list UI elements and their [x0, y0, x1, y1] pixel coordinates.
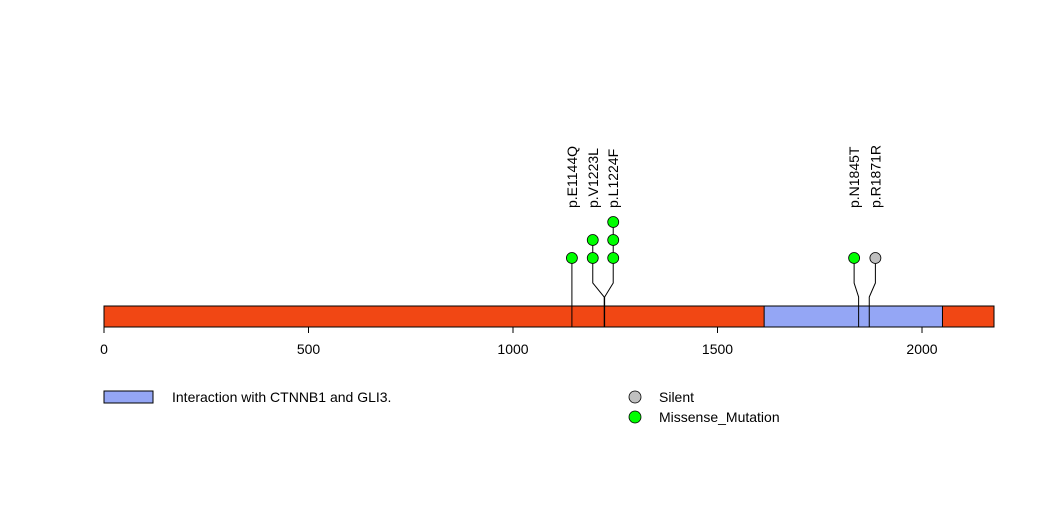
protein-domains [763, 305, 943, 328]
mutation-dot [848, 252, 861, 264]
mutation-dot [566, 252, 578, 264]
x-tick-label: 1500 [702, 341, 733, 357]
x-axis: 0 500 1000 1500 2000 [100, 326, 938, 357]
mutation-dot [607, 252, 620, 264]
mutation-label: p.N1845T [846, 146, 862, 208]
mutation-label: p.L1224F [605, 149, 621, 208]
mutation-label: p.E1144Q [564, 146, 580, 208]
x-tick-label: 2000 [906, 341, 937, 357]
domain-rect [763, 305, 943, 328]
mutation-cut-lines [571, 306, 870, 327]
mutation-label: p.V1223L [585, 148, 601, 208]
x-tick-label: 500 [297, 341, 321, 357]
mutation-dot [586, 234, 599, 246]
domain-legend-label: Interaction with CTNNB1 and GLI3. [172, 389, 391, 405]
mutation-type-legend-dot [628, 390, 642, 404]
mutation-dot [607, 216, 620, 228]
mutation-type-legend-label: Missense_Mutation [659, 409, 780, 425]
x-tick-label: 1000 [497, 341, 528, 357]
mutation-dot [586, 252, 599, 264]
mutation-label: p.R1871R [867, 145, 883, 208]
domain-legend: Interaction with CTNNB1 and GLI3. [103, 389, 391, 405]
x-tick-label: 0 [100, 341, 108, 357]
domain-legend-swatch [103, 390, 154, 404]
mutation-dot [607, 234, 620, 246]
mutation-type-legend-dot [628, 410, 642, 424]
mutation-dots [566, 216, 882, 264]
mutation-type-legend-label: Silent [659, 389, 694, 405]
mutation-dot [869, 252, 882, 264]
